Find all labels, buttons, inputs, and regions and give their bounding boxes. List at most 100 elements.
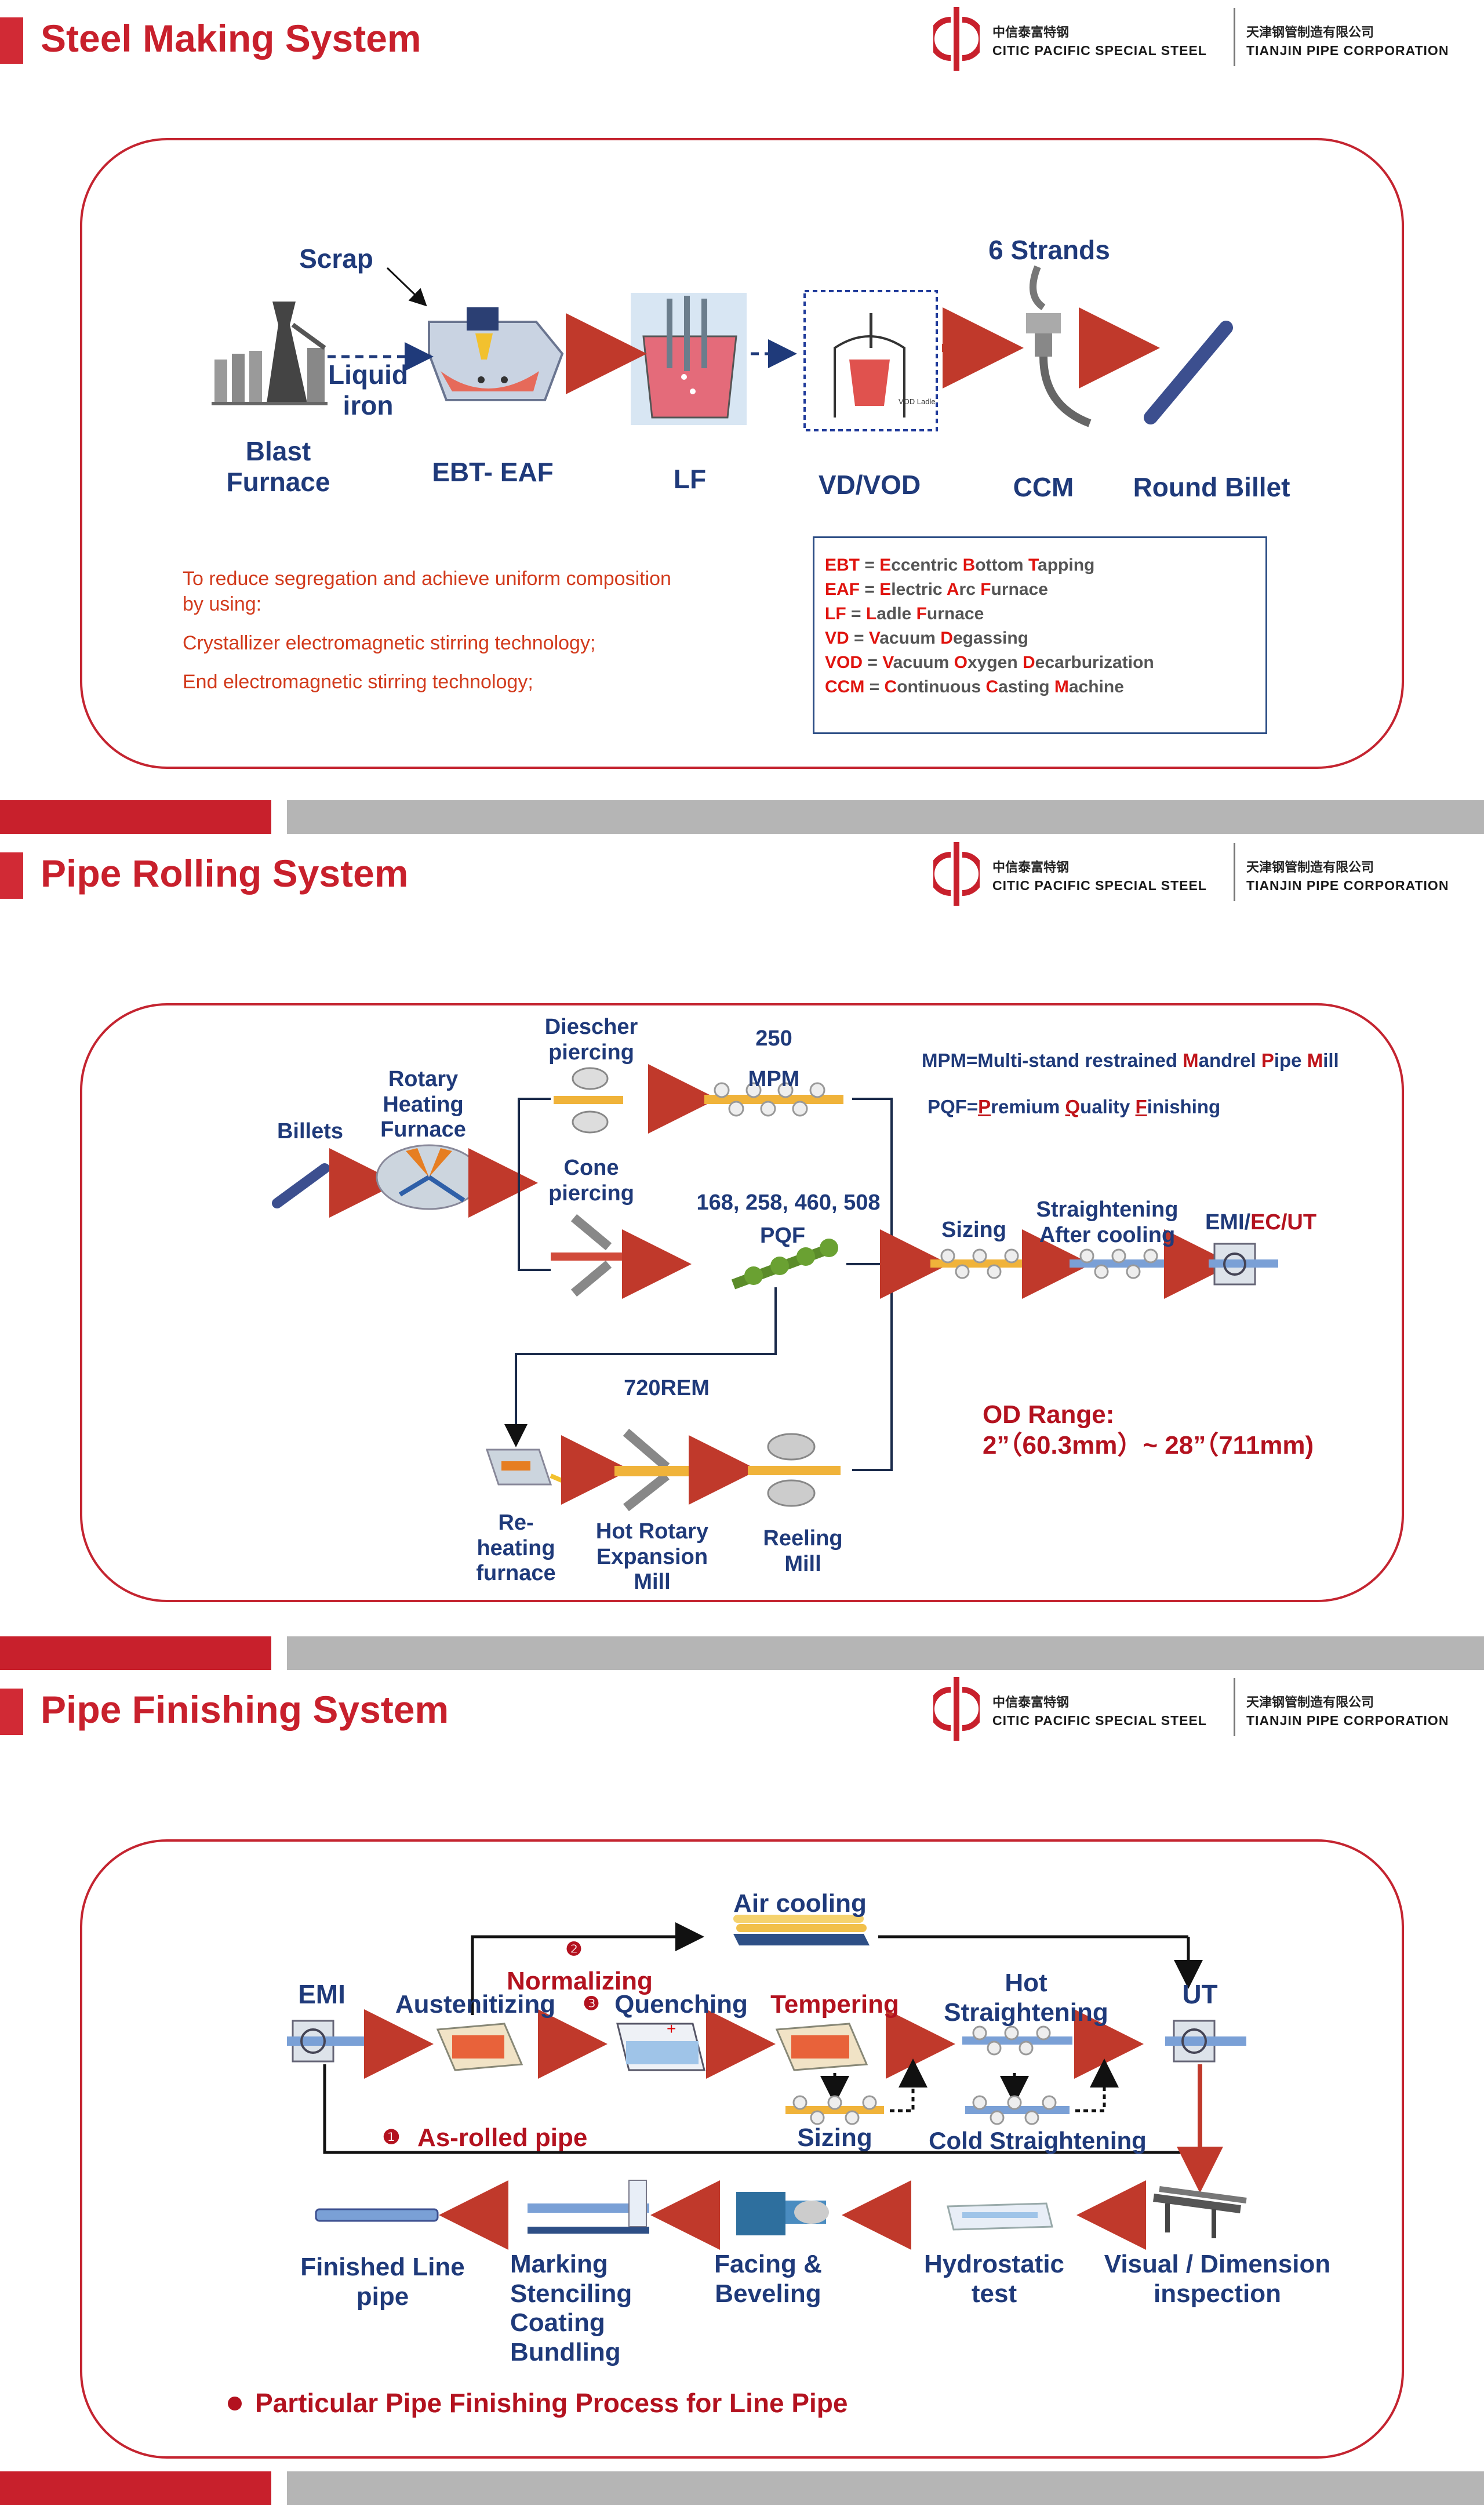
straightening-machine-icon [1070,1248,1174,1279]
eaf-icon [428,307,564,401]
facing-label: Facing & Beveling [714,2250,822,2308]
facing-beveling-machine-icon [736,2192,829,2235]
logo-divider [1234,1678,1235,1736]
divider-stripe-gray [287,1636,1484,1670]
austenitizing-furnace-icon [436,2023,523,2071]
citic-logo-icon [933,7,980,71]
stage-round-billet: Round Billet [1133,472,1290,502]
rolling-section-title: Pipe Rolling System [41,852,409,895]
sizing-mill-icon [930,1248,1029,1279]
hydrostatic-label: Hydrostatic test [923,2250,1065,2308]
logo-divider [1234,8,1235,66]
stage-ccm: CCM [1013,472,1074,502]
logo-divider [1234,843,1235,901]
legend-line-ccm: CCM = Continuous Casting Machine [825,677,1124,696]
tempering-furnace-icon [775,2023,868,2071]
finishing-section-title: Pipe Finishing System [41,1688,449,1731]
cone-piercing-icon [551,1214,626,1297]
logo-en-right: TIANJIN PIPE CORPORATION [1246,43,1449,58]
billets-label: Billets [277,1119,344,1143]
rotary-furnace-icon [376,1144,482,1210]
logo-en-left: CITIC PACIFIC SPECIAL STEEL [992,878,1207,893]
scrap-label: Scrap [299,244,373,274]
stage-ebt-eaf: EBT- EAF [432,457,554,487]
ccm-icon [1026,265,1092,427]
marking-coating-line-icon [528,2180,649,2234]
num1-label: ❶ [382,2126,401,2148]
air-cooling-bed-icon [733,1915,870,1945]
hot-rotary-label: Hot Rotary Expansion Mill [595,1519,709,1595]
finishing-footer-label: Particular Pipe Finishing Process for Li… [255,2388,848,2418]
ut-label: UT [1182,1979,1218,2009]
inspection-rack-icon [1153,2186,1247,2238]
legend-line-vod: VOD = Vacuum Oxygen Decarburization [825,653,1154,672]
svg-text:VOD Ladle: VOD Ladle [899,397,936,406]
citic-logo-icon [933,1677,980,1741]
pqf-mill-icon [731,1239,838,1290]
emi-tester-icon [287,2020,368,2063]
round-billet-icon [1144,321,1233,424]
legend-line-ebt: EBT = Eccentric Bottom Tapping [825,556,1095,575]
reheating-label: Re- heating furnace [476,1511,556,1586]
pqf-label: PQF [759,1224,806,1248]
sizing-mill-icon [785,2095,884,2125]
visual-inspection-label: Visual / Dimension inspection [1104,2250,1331,2308]
quenching-label: Quenching [614,1990,748,2018]
austenitizing-label: Austenitizing [395,1990,556,2018]
od-range-label: OD Range: [983,1400,1115,1429]
legend-line-vd: VD = Vacuum Degassing [825,629,1029,648]
rotary-furnace-label: Rotary Heating Furnace [380,1067,466,1142]
logo-en-right: TIANJIN PIPE CORPORATION [1246,1713,1449,1728]
billet-icon [272,1163,330,1208]
bullet-icon [228,2397,242,2410]
vd-vod-icon: VOD Ladle [803,290,938,431]
sizing-label: Sizing [941,1218,1006,1242]
marking-label: Marking Stenciling Coating Bundling [510,2250,632,2366]
hydrostatic-tester-icon [947,2202,1053,2231]
num3-label: ❸ [583,1993,600,2014]
logo-en-left: CITIC PACIFIC SPECIAL STEEL [992,43,1207,58]
hot-rotary-expansion-icon [614,1428,696,1512]
od-range-value: 2”（60.3mm）~ 28”（711mm) [983,1431,1314,1460]
divider-stripe-red [0,1636,271,1670]
divider-stripe-red [0,2471,271,2505]
emi-ec-ut-label: EMI/EC/UT [1205,1210,1317,1235]
pqf-sizes-label: 168, 258, 460, 508 [696,1190,881,1215]
stage-lf: LF [673,464,707,494]
mpm-mill-icon [704,1082,843,1117]
divider-stripe-red [0,800,271,834]
stage-blast-furnace: Blast Furnace [226,436,330,497]
logo-cn-left: 中信泰富特钢 [992,25,1070,39]
finished-pipe-label: Finished Line pipe [300,2253,465,2311]
mpm-definition: MPM=Multi-stand restrained Mandrel Pipe … [922,1050,1339,1071]
blast-furnace-icon [212,302,328,405]
steel-note-3: End electromagnetic stirring technology; [183,671,533,693]
citic-logo-icon [933,842,980,906]
logo-cn-right: 天津钢管制造有限公司 [1246,1695,1374,1709]
ut-tester-icon [1165,2020,1246,2063]
divider-stripe-gray [287,2471,1484,2505]
steel-diagram-graphics: VOD Ladle [212,265,1233,431]
emi-label: EMI [298,1979,345,2009]
section-accent-bar [0,17,23,64]
legend-line-eaf: EAF = Electric Arc Furnace [825,580,1048,599]
cold-straightener-icon [965,2095,1070,2125]
straightening-label: Straightening After cooling [1036,1197,1179,1247]
liquid-iron-label: Liquid iron [328,360,408,420]
tempering-label: Tempering [770,1990,899,2018]
logo-en-left: CITIC PACIFIC SPECIAL STEEL [992,1713,1207,1728]
air-cooling-label: Air cooling [733,1889,867,1918]
mpm-size-label: 250 [755,1026,792,1051]
normalizing-label: Normalizing [507,1967,653,1995]
steel-note-2: Crystallizer electromagnetic stirring te… [183,632,596,654]
quench-tank-icon: + [616,2020,705,2071]
sizing-label: Sizing [797,2123,872,2152]
finished-pipe-icon [315,2208,439,2222]
logo-en-right: TIANJIN PIPE CORPORATION [1246,878,1449,893]
strands-label: 6 Strands [988,235,1110,265]
logo-cn-right: 天津钢管制造有限公司 [1246,25,1374,39]
emi-tester-icon [1209,1243,1278,1286]
logo-cn-left: 中信泰富特钢 [992,1695,1070,1709]
